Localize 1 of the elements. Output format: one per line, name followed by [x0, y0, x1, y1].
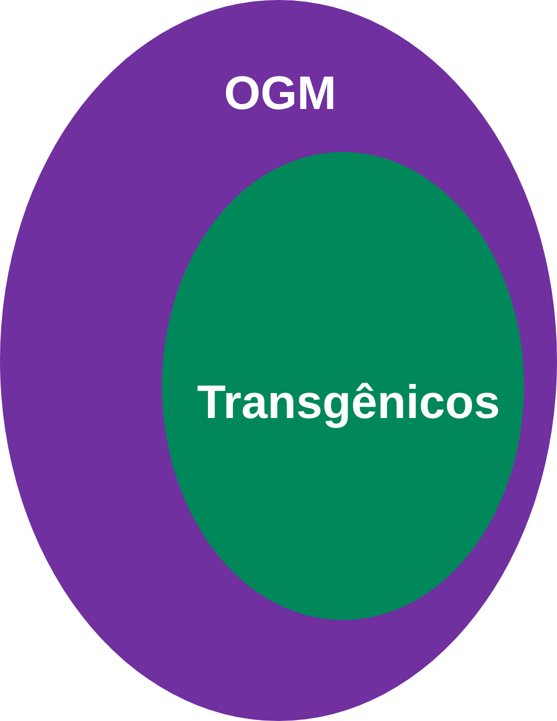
set-label: OGM — [224, 69, 336, 116]
